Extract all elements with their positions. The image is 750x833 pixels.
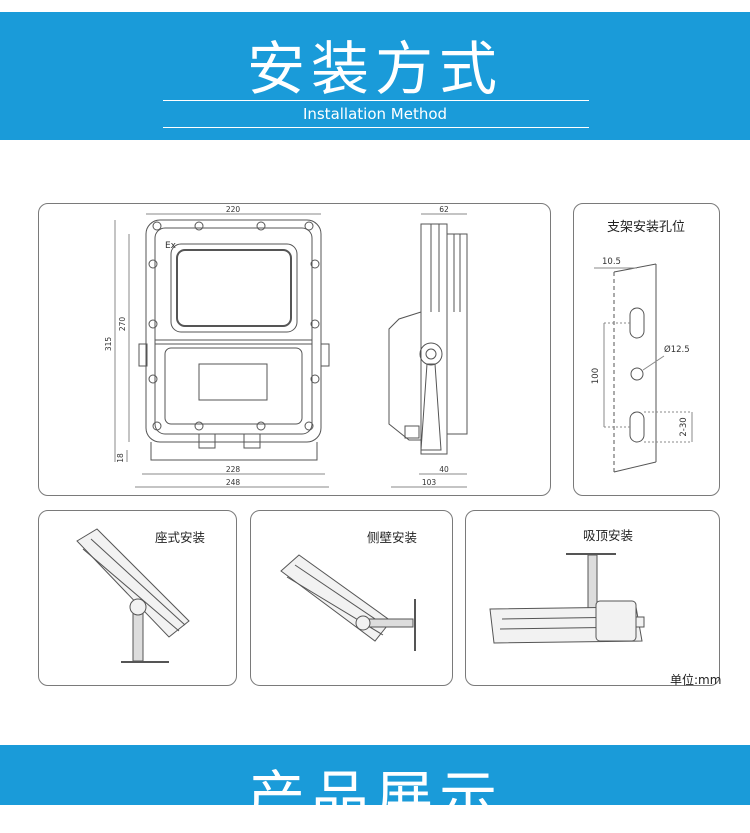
page-subtitle: Installation Method — [302, 105, 448, 123]
front-lens-frame — [170, 243, 298, 333]
dimension-drawing: 220 315 270 18 228 248 Ex 62 40 103 — [104, 205, 468, 488]
seat-install-label: 座式安装 — [155, 530, 206, 545]
header-banner: 安装方式 Installation Method — [0, 12, 750, 140]
front-housing-inner — [154, 227, 313, 435]
dim-label-100: 100 — [591, 368, 601, 384]
dimension-drawing-panel: 220 315 270 18 228 248 Ex 62 40 103 — [38, 203, 551, 496]
title-rule-bottom — [163, 127, 589, 128]
dim-label-228: 228 — [226, 465, 241, 474]
ex-mark: Ex — [165, 241, 177, 251]
front-lens — [176, 249, 292, 327]
side-housing — [420, 223, 448, 455]
title-rule-top — [163, 100, 589, 101]
wall-install-drawing — [280, 554, 416, 651]
product-display-title: 产品展示 — [246, 764, 503, 832]
slot-bottom — [629, 411, 645, 443]
side-pivot — [419, 342, 443, 366]
front-housing — [145, 219, 322, 443]
bracket-hole-panel: 支架安装孔位 10.5 100 Ø12.5 2-30 — [573, 203, 720, 496]
dim-label-220: 220 — [226, 205, 241, 214]
dim-label-62: 62 — [439, 205, 449, 214]
unit-label: 单位:mm — [670, 673, 722, 687]
page-title: 安装方式 — [246, 35, 503, 103]
dim-label-248: 248 — [226, 478, 241, 487]
ceiling-install-panel: 吸顶安装 — [465, 510, 720, 686]
front-lower-box — [164, 347, 303, 425]
dim-label-315: 315 — [104, 337, 113, 352]
seat-install-panel: 座式安装 — [38, 510, 237, 686]
ceiling-install-label: 吸顶安装 — [583, 528, 634, 543]
wall-install-panel: 侧壁安装 — [250, 510, 453, 686]
dim-label-slot: 2-30 — [679, 417, 689, 436]
dim-label-diameter: Ø12.5 — [664, 344, 690, 355]
dim-label-103: 103 — [422, 478, 437, 487]
wall-install-label: 侧壁安装 — [367, 530, 418, 545]
dim-label-18: 18 — [116, 453, 125, 463]
product-display-banner: 产品展示 — [0, 745, 750, 832]
center-hole — [630, 367, 644, 381]
ceiling-install-drawing — [489, 553, 645, 644]
dim-label-10-5: 10.5 — [602, 257, 621, 267]
wall-lamp-body — [280, 554, 392, 642]
bracket-hole-title: 支架安装孔位 — [607, 220, 686, 235]
nameplate — [198, 363, 268, 401]
dim-label-40: 40 — [439, 465, 449, 474]
seat-install-drawing — [76, 528, 190, 663]
dim-label-270: 270 — [118, 317, 127, 332]
slot-top — [629, 307, 645, 339]
bracket-hole-drawing: 10.5 100 Ø12.5 2-30 — [591, 257, 693, 473]
